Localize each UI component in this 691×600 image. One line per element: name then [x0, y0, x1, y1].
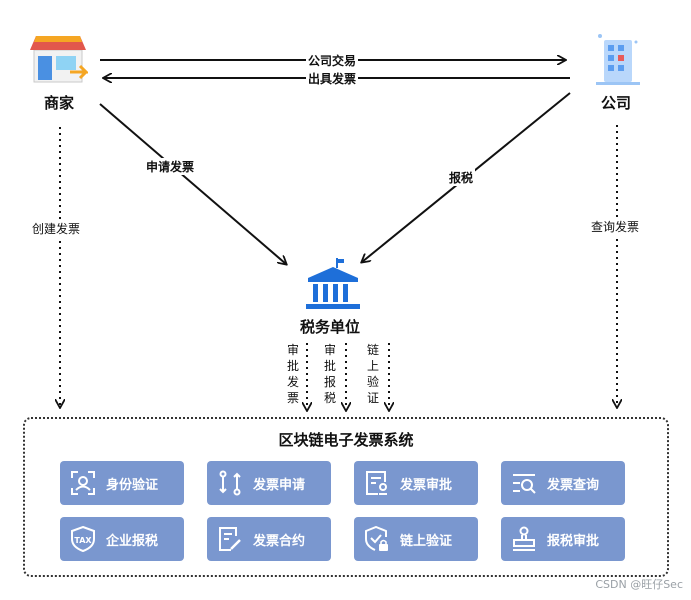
- edge-label-issue-invoice: 出具发票: [306, 70, 359, 87]
- search-list-icon: [513, 474, 536, 494]
- module-invoice-contract[interactable]: 发票合约: [207, 517, 331, 561]
- vchar: 税: [323, 391, 336, 405]
- vchar: 批: [286, 359, 299, 373]
- vchar: 链: [366, 343, 379, 357]
- blockchain-system-box: 区块链电子发票系统 身份验证 发票申请 发票审批 发票查询: [23, 417, 669, 577]
- module-invoice-application[interactable]: 发票申请: [207, 461, 331, 505]
- edge-label-apply-invoice: 申请发票: [144, 158, 197, 175]
- shield-lock-icon: [365, 526, 388, 551]
- module-tax-approval[interactable]: 报税审批: [501, 517, 625, 561]
- edge-label-create-invoice: 创建发票: [32, 220, 81, 237]
- module-label: 企业报税: [106, 533, 159, 549]
- edge-label-company-trade: 公司交易: [306, 52, 359, 69]
- invoice-approval-icon: [366, 471, 387, 495]
- module-label: 发票申请: [253, 477, 306, 493]
- vchar: 上: [366, 359, 379, 373]
- contract-edit-icon: [219, 527, 241, 551]
- stamp-icon: [513, 526, 535, 551]
- module-chain-verification[interactable]: 链上验证: [354, 517, 478, 561]
- module-invoice-approval[interactable]: 发票审批: [354, 461, 478, 505]
- system-title: 区块链电子发票系统: [278, 431, 414, 449]
- tax-shield-icon: TAX: [71, 526, 95, 552]
- module-label: 发票审批: [400, 477, 453, 493]
- vchar: 票: [286, 391, 299, 405]
- flow-switch-icon: [219, 470, 241, 496]
- vchar: 验: [366, 375, 379, 389]
- module-label: 报税审批: [547, 533, 600, 549]
- vchar: 报: [323, 375, 336, 389]
- storefront-icon: [30, 36, 88, 83]
- merchant-label: 商家: [44, 94, 75, 112]
- company-label: 公司: [601, 94, 632, 112]
- edge-label-query-invoice: 查询发票: [591, 218, 640, 235]
- vchar: 发: [286, 375, 299, 389]
- arrow-apply-invoice: [99, 103, 286, 264]
- module-label: 发票查询: [547, 477, 600, 493]
- module-identity-verification[interactable]: 身份验证: [60, 461, 184, 505]
- vchar: 批: [323, 359, 336, 373]
- edge-label-tax-report: 报税: [447, 169, 476, 186]
- vchar: 审: [286, 343, 299, 357]
- identity-scan-icon: [71, 471, 95, 495]
- module-invoice-query[interactable]: 发票查询: [501, 461, 625, 505]
- module-label: 链上验证: [400, 533, 453, 549]
- office-building-icon: [596, 34, 640, 85]
- vchar: 证: [366, 391, 379, 405]
- watermark: CSDN @旺仔Sec: [595, 578, 683, 591]
- tax-office-label: 税务单位: [300, 318, 361, 336]
- svg-text:TAX: TAX: [74, 536, 92, 545]
- government-building-icon: [306, 258, 360, 309]
- vchar: 审: [323, 343, 336, 357]
- module-enterprise-tax[interactable]: TAX 企业报税: [60, 517, 184, 561]
- module-label: 身份验证: [106, 477, 159, 493]
- module-label: 发票合约: [253, 533, 306, 549]
